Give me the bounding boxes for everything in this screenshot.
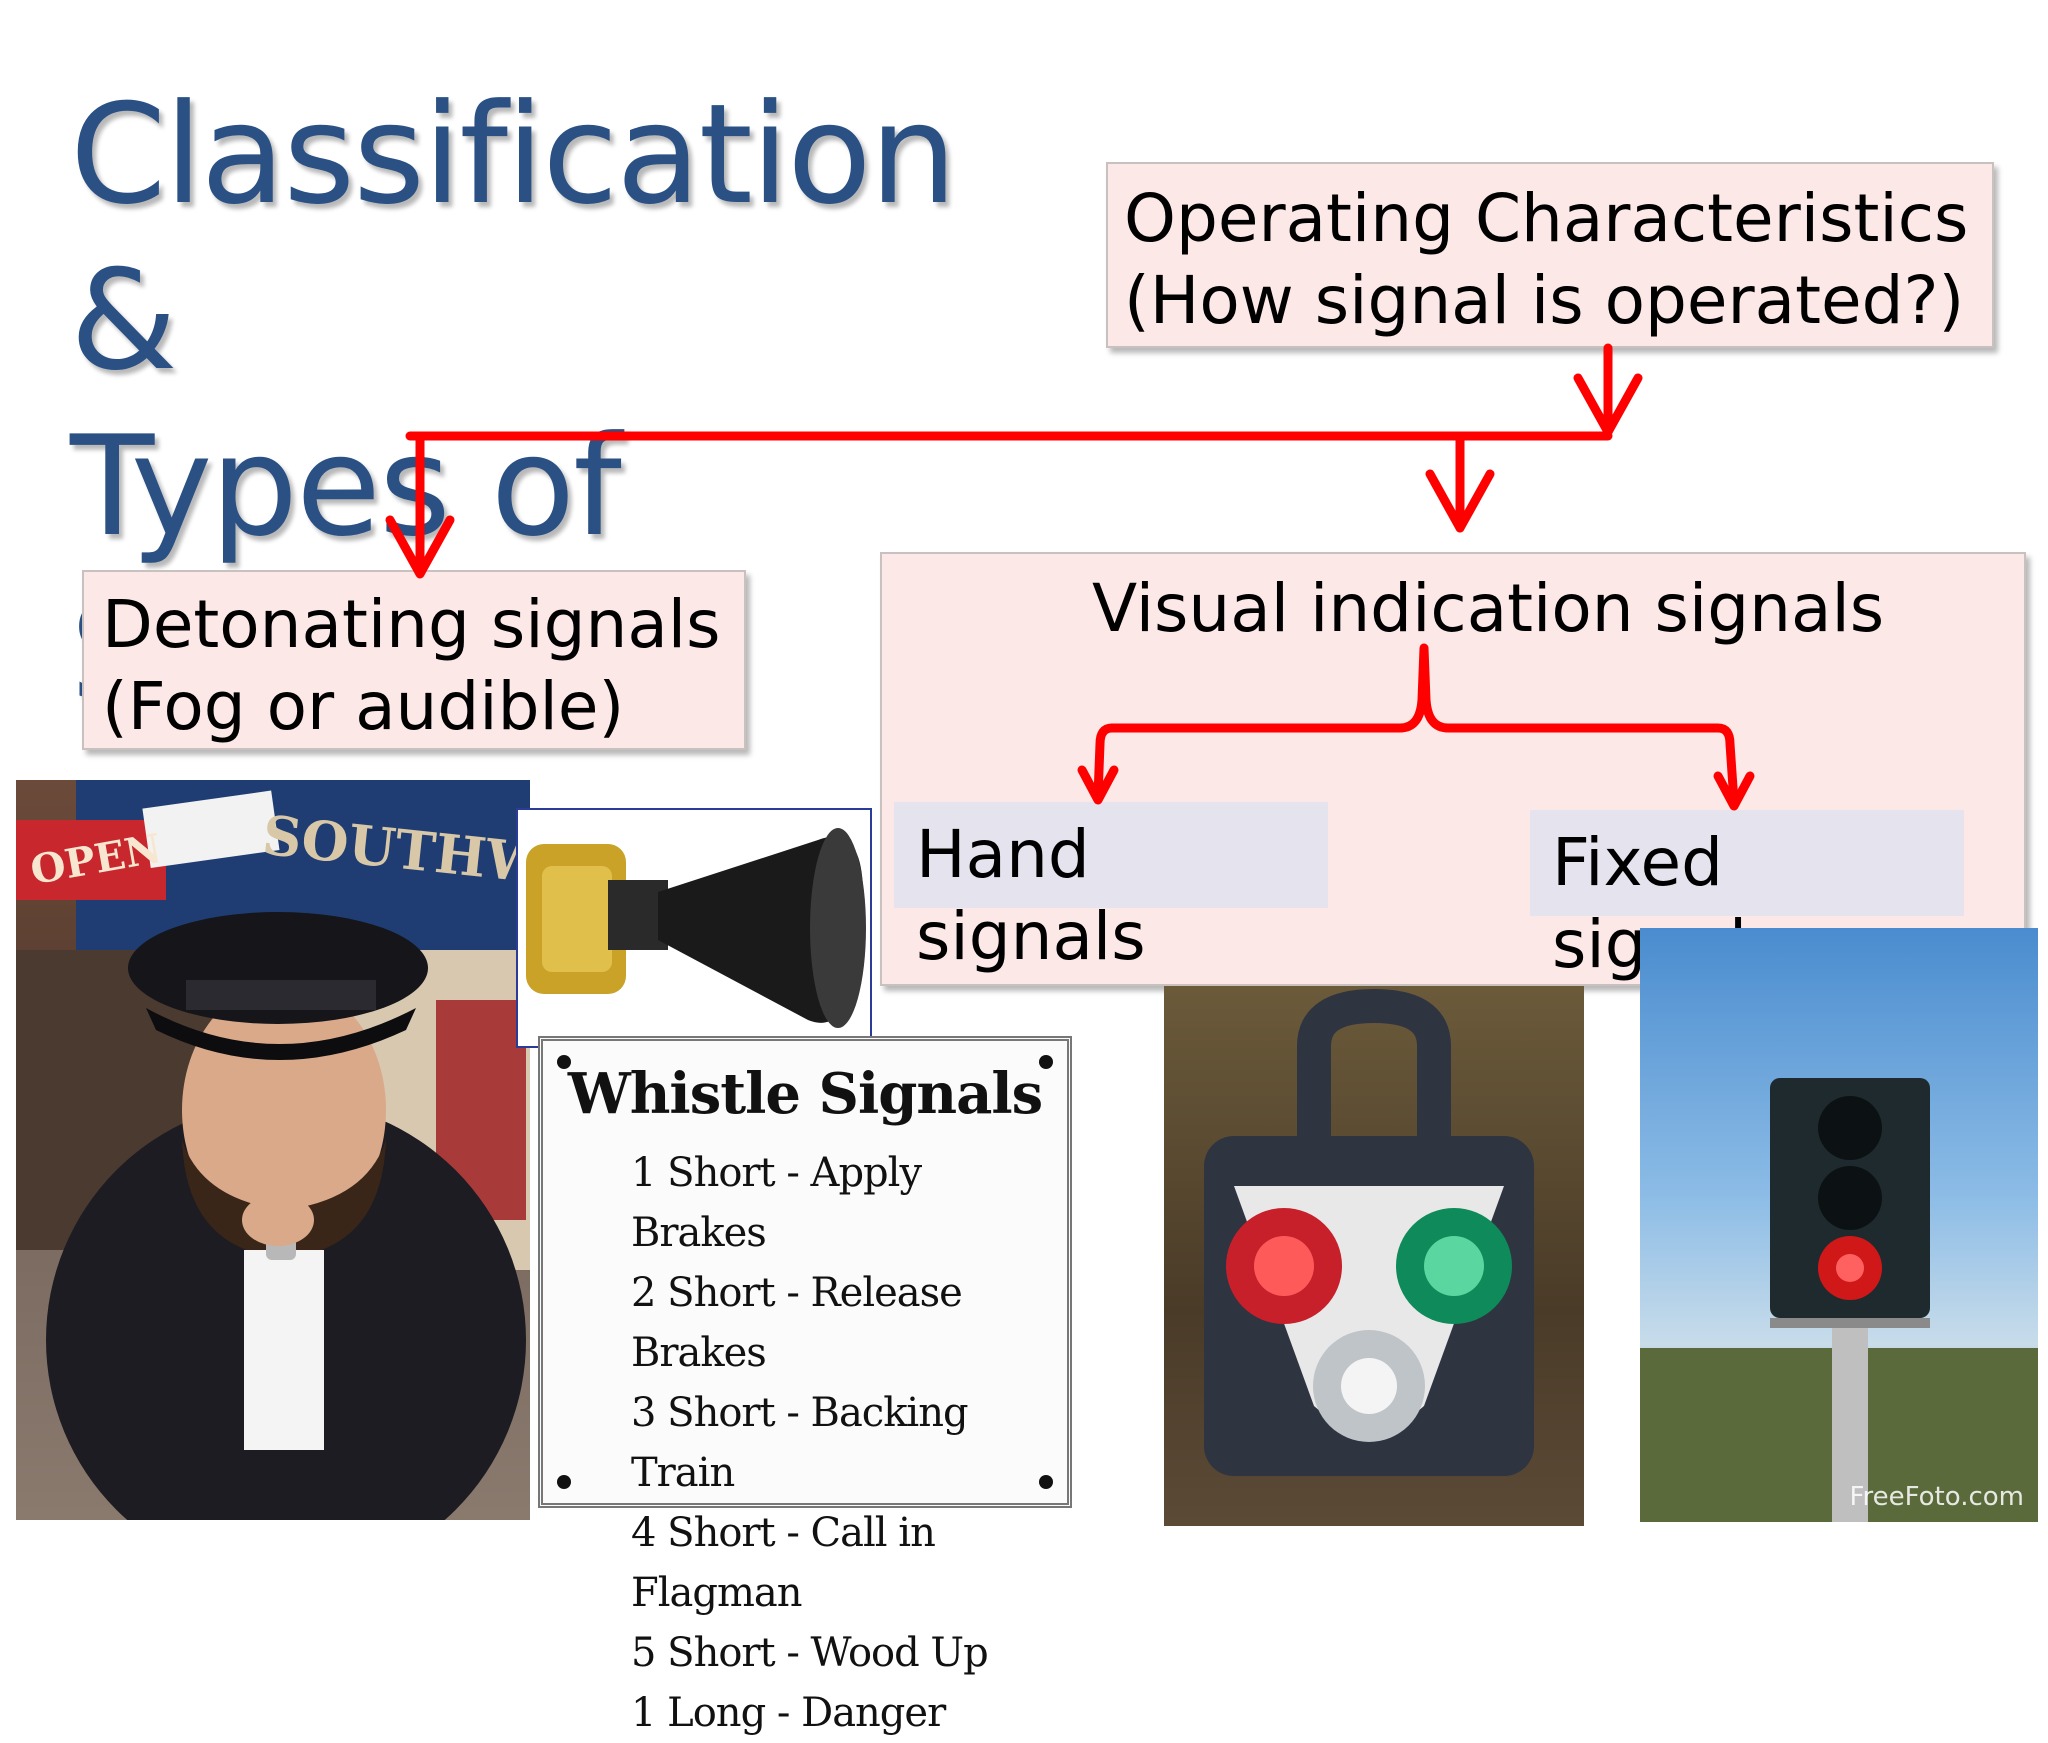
- visual-brace: [1107, 643, 1739, 807]
- hand-signals-label: Hand signals: [916, 816, 1146, 975]
- operating-characteristics-question: (How signal is operated?): [1124, 262, 1965, 339]
- card-corner-dot: [1039, 1475, 1053, 1489]
- hand-signals-box: Hand signals: [894, 802, 1328, 975]
- whistle-signal-list: 1 Short - Apply Brakes 2 Short - Release…: [631, 1143, 1067, 1743]
- card-corner-dot: [1039, 1055, 1053, 1069]
- whistle-signals-card: Whistle Signals 1 Short - Apply Brakes 2…: [538, 1036, 1072, 1736]
- detonating-signals-box: Detonating signals (Fog or audible): [82, 570, 746, 750]
- hand-lamp-photo: [1164, 986, 1584, 1526]
- card-corner-dot: [557, 1055, 571, 1069]
- title-line-1: Classification &: [70, 74, 957, 401]
- guard-whistle-photo: OPEN SOUTHWO: [16, 780, 530, 1520]
- horn-photo: [516, 808, 872, 1048]
- hand-lamp-illustration: [1204, 988, 1534, 1476]
- whistle-signal-item: 1 Long - Danger: [631, 1690, 946, 1736]
- operating-characteristics-label: Operating Characteristics: [1124, 180, 1969, 257]
- detonating-arrowhead: [385, 515, 455, 579]
- horn-illustration: [526, 828, 866, 1028]
- detonating-signals-label: Detonating signals: [102, 586, 721, 663]
- freefoto-watermark: FreeFoto.com: [1849, 1482, 2024, 1512]
- operating-characteristics-box: Operating Characteristics (How signal is…: [1106, 162, 1994, 348]
- fixed-signal-photo: FreeFoto.com: [1640, 928, 2038, 1522]
- visual-indication-label: Visual indication signals: [1092, 570, 1885, 647]
- visual-arrowhead: [1425, 469, 1495, 533]
- fixed-signal-illustration: [1640, 1078, 2038, 1522]
- detonating-signals-note: (Fog or audible): [102, 668, 625, 745]
- whistle-signal-item: 2 Short - Release Brakes: [631, 1270, 963, 1376]
- fixed-arrowhead: [1713, 771, 1755, 811]
- connector-arrows: [385, 343, 1755, 811]
- hand-arrowhead: [1077, 765, 1119, 805]
- guard-illustration: [16, 780, 530, 1520]
- whistle-signal-item: 5 Short - Wood Up: [631, 1630, 989, 1676]
- whistle-card-title: Whistle Signals: [567, 1061, 1043, 1127]
- whistle-signal-item: 4 Short - Call in Flagman: [631, 1510, 936, 1616]
- hand-connector: [1093, 723, 1117, 801]
- card-corner-dot: [557, 1475, 571, 1489]
- whistle-signal-item: 1 Short - Apply Brakes: [631, 1150, 922, 1256]
- whistle-signal-item: 3 Short - Backing Train: [631, 1390, 969, 1496]
